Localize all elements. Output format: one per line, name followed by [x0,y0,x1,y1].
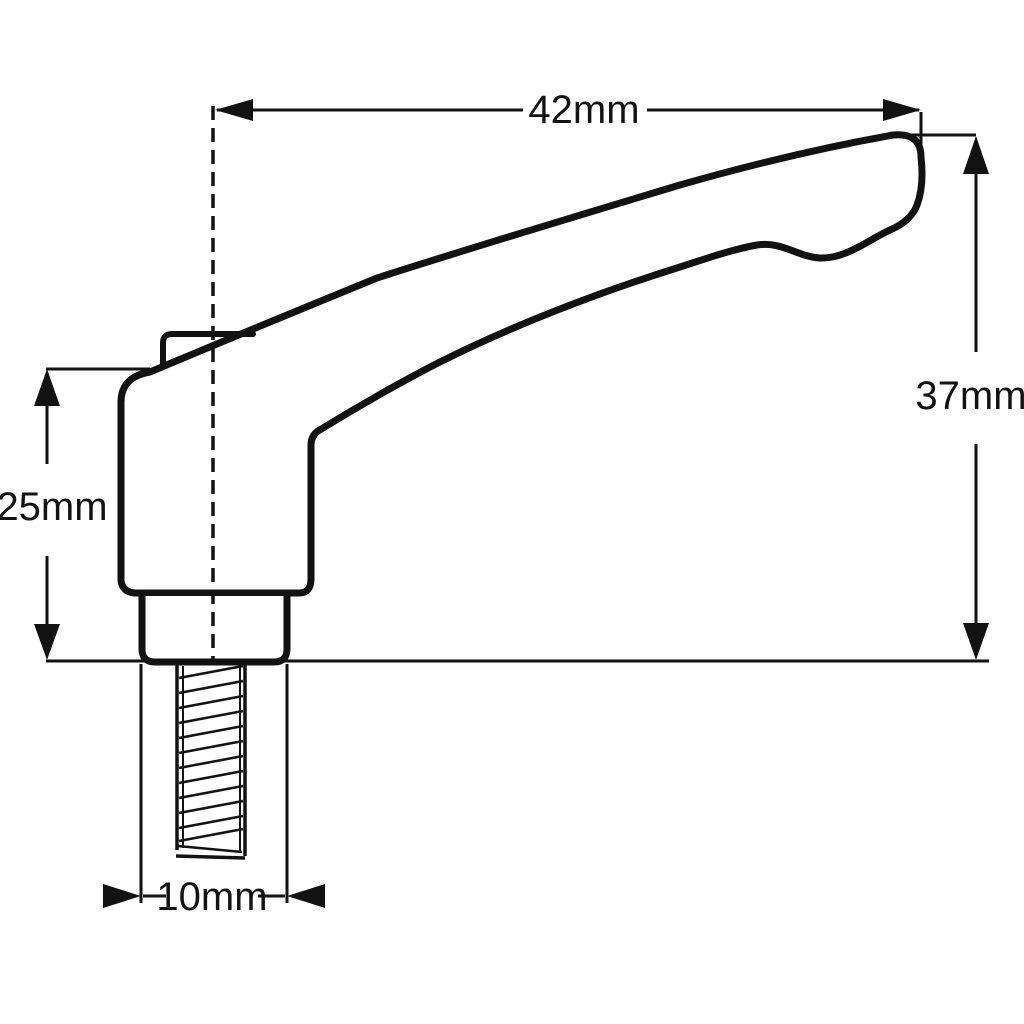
label-width: 42mm [528,88,639,132]
arrow-up-icon [34,369,60,406]
arrow-right-icon [883,99,921,121]
arrow-right-icon [103,884,141,908]
neck-collar [138,592,291,666]
threaded-stud [175,664,247,860]
release-tab [160,331,256,369]
dimension-height-37mm: 37mm [893,133,1024,660]
thread-crests [178,664,244,843]
dimension-body-25mm: 25mm [0,367,150,660]
label-body-height: 25mm [0,485,108,529]
dimension-thread-10mm: 10mm [103,664,325,919]
thread-bottom-edge [175,854,246,860]
lever-body-outline [117,131,926,597]
arrow-left-icon [287,884,325,908]
arrow-down-icon [963,623,989,660]
arrow-left-icon [215,99,253,121]
arrow-up-icon [963,136,989,174]
dimension-width-42mm: 42mm [215,88,923,170]
arrow-down-icon [34,624,60,660]
label-thread-width: 10mm [156,875,267,919]
label-height: 37mm [915,374,1024,418]
thread-bottom-chamfer [177,844,243,854]
